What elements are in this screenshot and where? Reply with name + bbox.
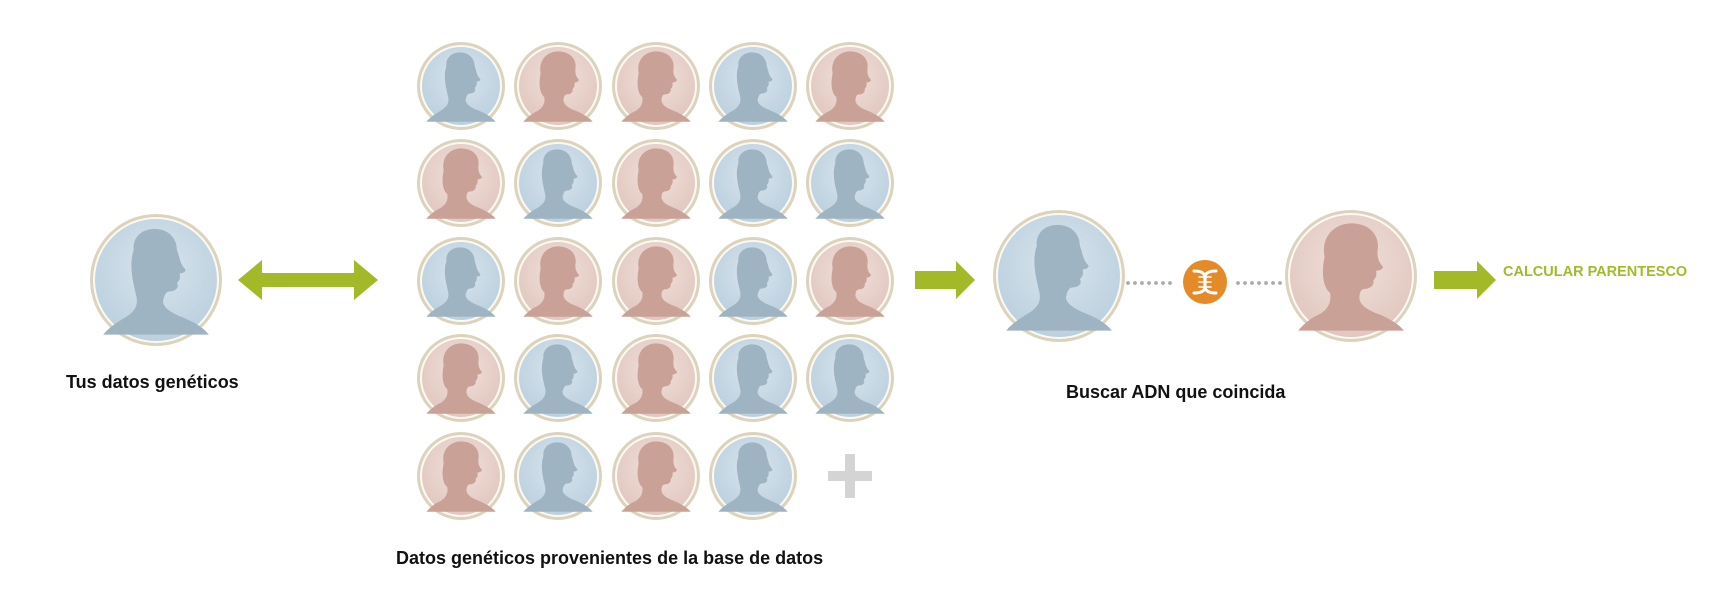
database-avatar-male [514, 139, 602, 227]
search-match-label: Buscar ADN que coincida [1066, 382, 1286, 402]
your-data-label: Tus datos genéticos [66, 372, 239, 392]
database-avatar-male [514, 334, 602, 422]
database-avatar-male [709, 334, 797, 422]
database-avatar-female [612, 334, 700, 422]
database-avatar-female [514, 237, 602, 325]
database-avatar-female [417, 334, 505, 422]
match-avatar-left [993, 210, 1125, 342]
double-arrow-icon [238, 260, 378, 300]
plus-icon [828, 454, 872, 498]
database-avatar-female [417, 139, 505, 227]
your-avatar [90, 214, 222, 346]
database-avatar-male [709, 42, 797, 130]
database-avatar-male [417, 237, 505, 325]
dna-helix-icon [1183, 260, 1227, 304]
database-avatar-female [612, 139, 700, 227]
database-data-label: Datos genéticos provenientes de la base … [396, 548, 824, 568]
database-avatar-female [612, 42, 700, 130]
database-avatar-female [612, 432, 700, 520]
database-avatar-female [514, 42, 602, 130]
database-avatar-female [806, 237, 894, 325]
arrow-right-icon [915, 261, 975, 299]
dotted-connector-right [1236, 281, 1282, 285]
database-avatar-male [417, 42, 505, 130]
match-avatar-right [1285, 210, 1417, 342]
database-avatar-female [806, 42, 894, 130]
database-avatar-male [806, 334, 894, 422]
database-avatar-male [709, 139, 797, 227]
database-avatar-male [806, 139, 894, 227]
database-avatar-female [612, 237, 700, 325]
database-avatar-male [709, 237, 797, 325]
calculate-relationship-link[interactable]: CALCULAR PARENTESCO [1503, 264, 1688, 280]
database-avatar-male [709, 432, 797, 520]
database-avatar-male [514, 432, 602, 520]
dotted-connector-left [1126, 281, 1172, 285]
arrow-right-icon [1434, 261, 1496, 299]
database-avatar-female [417, 432, 505, 520]
